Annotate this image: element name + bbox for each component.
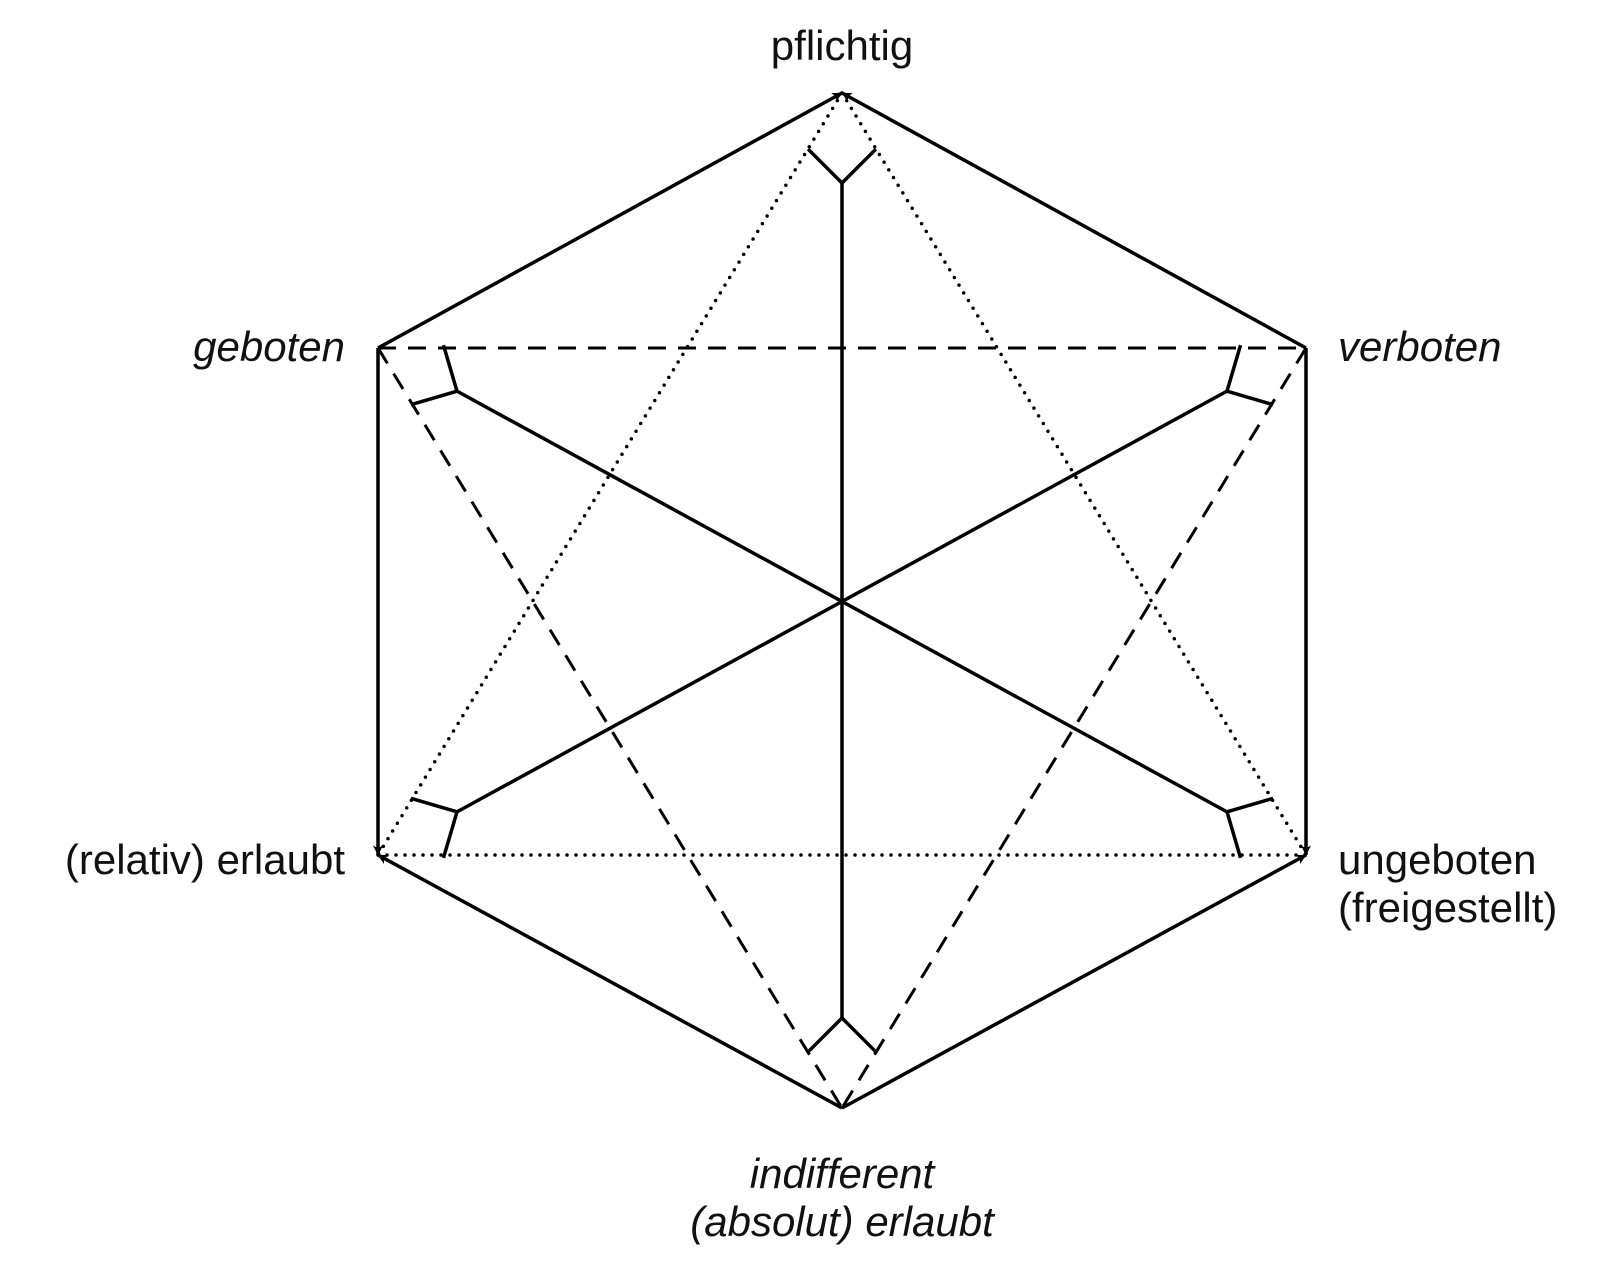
contradiction-fork-top-1 xyxy=(806,147,844,185)
node-label-top-line: pflichtig xyxy=(770,22,914,69)
contradiction-fork-top-0 xyxy=(840,147,878,185)
node-label-upper-left-line: geboten xyxy=(193,323,345,370)
contradiction-fork-lower_right-0 xyxy=(1225,811,1243,859)
contradiction-fork-lower_left-0 xyxy=(410,796,458,814)
node-label-lower-right-line-1: ungeboten xyxy=(1338,836,1537,883)
node-label-upper-right: verboten xyxy=(1338,323,1501,371)
contradiction-fork-upper_left-0 xyxy=(441,344,459,392)
node-label-lower-right-line-2: (freigestellt) xyxy=(1338,884,1558,931)
contradiction-fork-bottom-1 xyxy=(840,1016,878,1054)
node-label-upper-right-line: verboten xyxy=(1338,323,1502,370)
contradiction-fork-upper_right-1 xyxy=(1225,344,1243,392)
arrow-bottom-to-lower_left xyxy=(377,853,843,1110)
contradiction-fork-bottom-0 xyxy=(806,1016,844,1054)
contradiction-line-upper_right-lower_left xyxy=(456,389,1228,814)
node-label-bottom-line-2: (absolut) erlaubt xyxy=(690,1198,994,1245)
contradiction-fork-lower_right-1 xyxy=(1226,796,1274,814)
contradiction-fork-upper_left-1 xyxy=(410,389,458,407)
node-label-upper-left: geboten xyxy=(193,323,345,371)
arrow-upper_left-to-top xyxy=(377,91,843,350)
arrow-upper_right-to-top xyxy=(841,91,1307,350)
node-label-bottom-line-1: indifferent xyxy=(749,1150,935,1197)
node-label-lower-left: (relativ) erlaubt xyxy=(65,836,345,884)
node-label-lower-left-line: (relativ) erlaubt xyxy=(64,836,345,883)
node-label-lower-right: ungeboten (freigestellt) xyxy=(1338,836,1557,932)
contradiction-fork-lower_left-1 xyxy=(441,811,459,859)
node-label-bottom: indifferent (absolut) erlaubt xyxy=(0,1150,1600,1246)
node-label-top: pflichtig xyxy=(0,22,1600,70)
contradiction-fork-upper_right-0 xyxy=(1226,389,1274,407)
arrow-bottom-to-lower_right xyxy=(841,853,1307,1110)
